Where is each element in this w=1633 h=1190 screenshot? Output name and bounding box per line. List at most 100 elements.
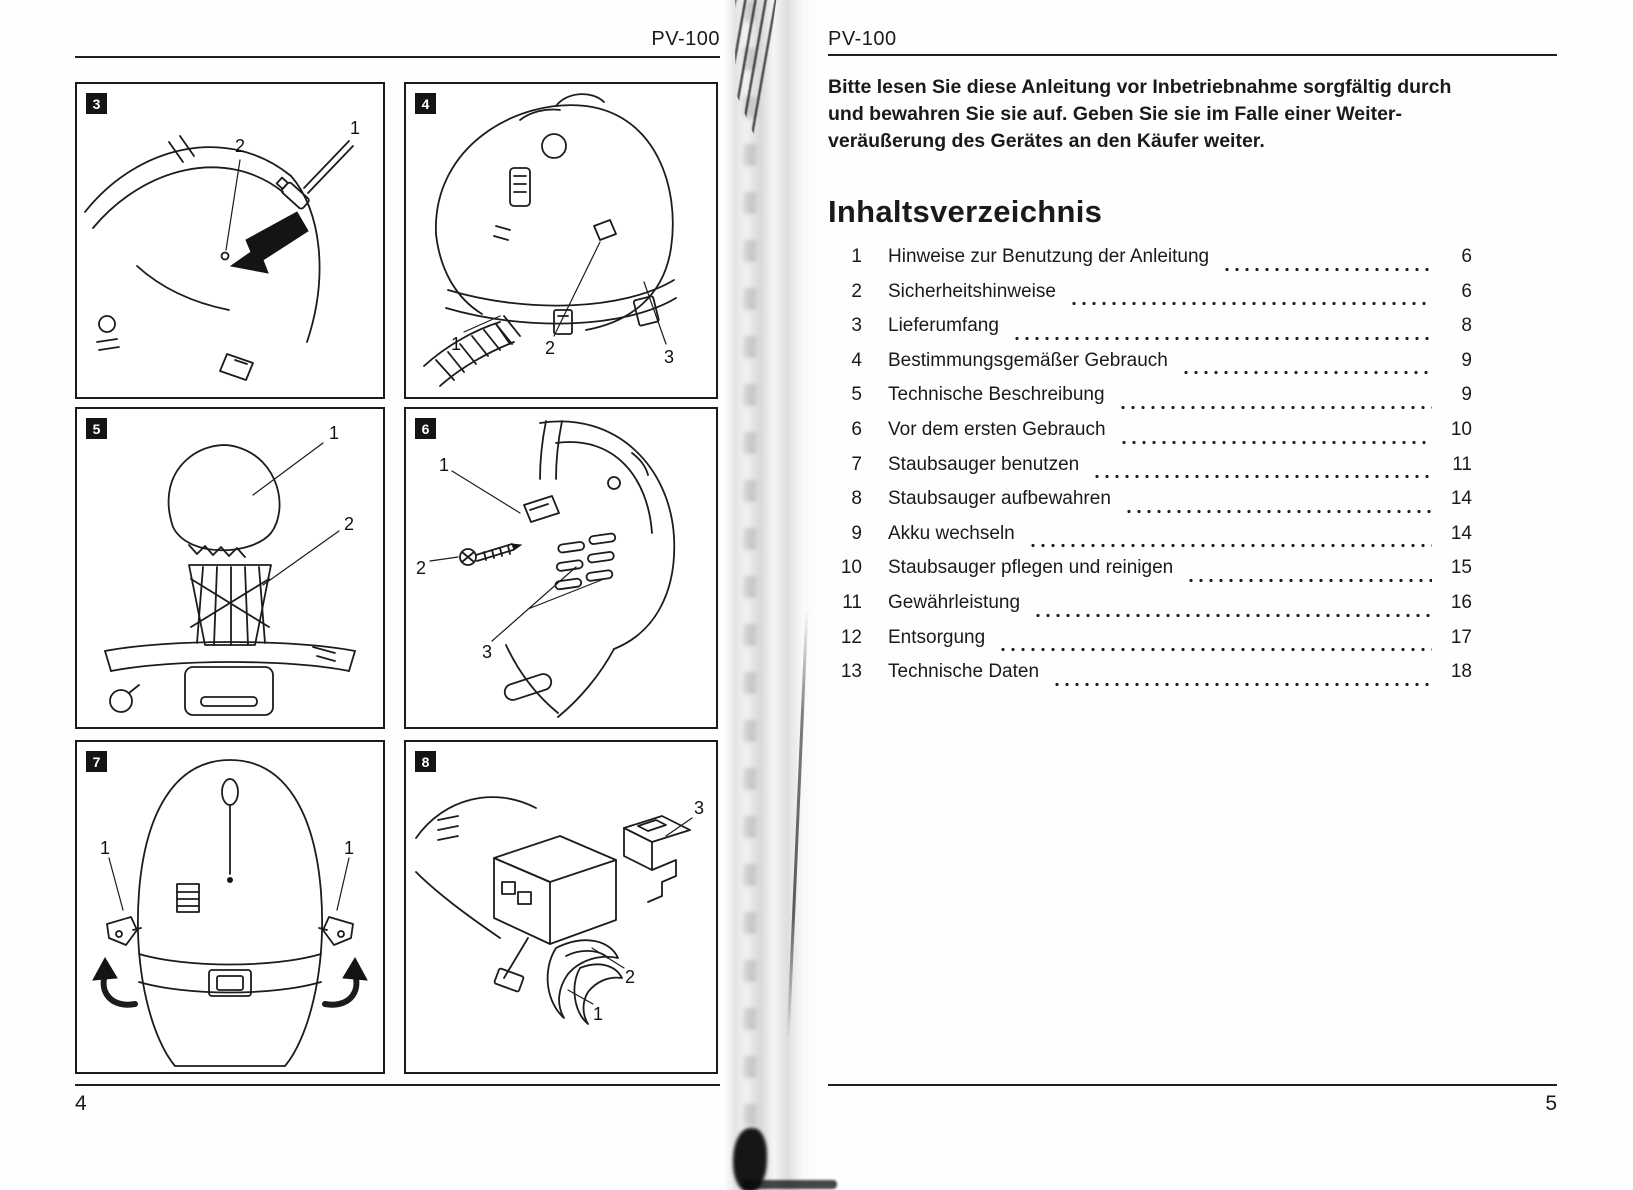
toc-entry-page: 6 bbox=[1461, 280, 1472, 302]
toc-entry-number: 10 bbox=[840, 557, 862, 579]
figure-6-drawing: 1 2 3 bbox=[416, 420, 676, 718]
figure-8-drawing: 3 2 1 bbox=[415, 796, 704, 1025]
toc-dotted-leader bbox=[1071, 301, 1432, 307]
toc-entry-title: Technische Beschreibung bbox=[888, 384, 1105, 406]
callout-label: 1 bbox=[451, 334, 461, 354]
toc-row: 1 Hinweise zur Benutzung der Anleitung 6 bbox=[836, 246, 1472, 281]
toc-entry-number: 8 bbox=[851, 488, 862, 510]
left-page-number: 4 bbox=[75, 1092, 87, 1115]
callout-label: 2 bbox=[625, 967, 635, 987]
toc-entry-number: 11 bbox=[842, 591, 862, 613]
figure-7-drawing: 1 1 bbox=[92, 759, 368, 1067]
callout-label: 1 bbox=[329, 423, 339, 443]
toc-dotted-leader bbox=[1030, 543, 1432, 549]
toc-entry-title: Sicherheitshinweise bbox=[888, 280, 1056, 302]
gutter-bottom-ink-blob bbox=[733, 1128, 767, 1190]
figure-7: 7 bbox=[75, 740, 385, 1074]
toc-entry-title: Lieferumfang bbox=[888, 315, 999, 337]
toc-entry-page: 10 bbox=[1450, 418, 1472, 440]
intro-line: und bewahren Sie sie auf. Geben Sie sie … bbox=[828, 103, 1402, 125]
toc-entry-title: Staubsauger pflegen und reinigen bbox=[888, 557, 1174, 579]
toc-entry-number: 2 bbox=[851, 280, 862, 302]
figure-8: 8 3 bbox=[404, 740, 718, 1074]
left-header-rule bbox=[75, 56, 720, 58]
callout-label: 3 bbox=[664, 347, 674, 367]
figure-5-drawing: 1 2 bbox=[104, 423, 356, 716]
book-gutter-shadow bbox=[724, 0, 820, 1190]
toc-entry-page: 9 bbox=[1461, 384, 1472, 406]
toc-row: 6 Vor dem ersten Gebrauch 10 bbox=[836, 419, 1472, 454]
left-footer-rule bbox=[75, 1084, 720, 1086]
figure-3: 3 2 1 bbox=[75, 82, 385, 399]
callout-label: 1 bbox=[344, 838, 354, 858]
toc-dotted-leader bbox=[1001, 647, 1432, 653]
toc-dotted-leader bbox=[1120, 404, 1432, 410]
toc-entry-title: Entsorgung bbox=[888, 626, 986, 648]
toc-entry-number: 13 bbox=[840, 661, 862, 683]
toc-row: 3 Lieferumfang 8 bbox=[836, 315, 1472, 350]
toc-entry-number: 12 bbox=[840, 626, 862, 648]
callout-label: 3 bbox=[694, 798, 704, 818]
callout-label: 1 bbox=[439, 455, 449, 475]
figure-4: 4 bbox=[404, 82, 718, 399]
toc-entry-number: 6 bbox=[851, 418, 862, 440]
toc-dotted-leader bbox=[1121, 439, 1432, 445]
right-footer-rule bbox=[828, 1084, 1557, 1086]
callout-label: 2 bbox=[416, 558, 426, 578]
toc-row: 10 Staubsauger pflegen und reinigen 15 bbox=[836, 557, 1472, 592]
figure-3-drawing: 2 1 bbox=[84, 118, 360, 381]
figure-6-label: 6 bbox=[415, 418, 436, 439]
toc-entry-page: 8 bbox=[1461, 315, 1472, 337]
figure-6: 6 bbox=[404, 407, 718, 729]
callout-label: 2 bbox=[235, 136, 245, 156]
toc-row: 2 Sicherheitshinweise 6 bbox=[836, 281, 1472, 316]
toc-entry-page: 15 bbox=[1450, 557, 1472, 579]
toc-entry-number: 1 bbox=[851, 246, 862, 267]
toc-entry-page: 9 bbox=[1461, 349, 1472, 371]
figure-4-drawing: 1 2 3 bbox=[423, 93, 677, 387]
figure-5-label: 5 bbox=[86, 418, 107, 439]
gutter-bottom-scan-mark bbox=[742, 1180, 837, 1189]
figure-4-label: 4 bbox=[415, 93, 436, 114]
toc-entry-title: Bestimmungsgemäßer Gebrauch bbox=[888, 349, 1168, 371]
toc-entry-number: 9 bbox=[851, 522, 862, 544]
toc-entry-title: Vor dem ersten Gebrauch bbox=[888, 418, 1106, 440]
toc-entry-title: Staubsauger benutzen bbox=[888, 453, 1080, 475]
toc-entry-title: Staubsauger aufbewahren bbox=[888, 488, 1111, 510]
callout-label: 1 bbox=[593, 1004, 603, 1024]
toc-entry-number: 7 bbox=[851, 453, 862, 475]
toc-entry-page: 18 bbox=[1450, 661, 1472, 683]
callout-label: 3 bbox=[482, 642, 492, 662]
toc-dotted-leader bbox=[1225, 266, 1432, 272]
intro-line: Bitte lesen Sie diese Anleitung vor Inbe… bbox=[828, 76, 1452, 98]
toc-title: Inhaltsverzeichnis bbox=[828, 194, 1103, 229]
toc-entry-number: 3 bbox=[851, 315, 862, 337]
toc-entry-page: 6 bbox=[1461, 246, 1472, 267]
toc-dotted-leader bbox=[1126, 508, 1432, 514]
left-page-header: PV-100 bbox=[651, 28, 720, 50]
intro-line: veräußerung des Gerätes an den Käufer we… bbox=[828, 130, 1265, 152]
right-header-rule bbox=[828, 54, 1557, 56]
toc-dotted-leader bbox=[1189, 577, 1432, 583]
toc-dotted-leader bbox=[1036, 612, 1432, 618]
figure-5: 5 1 2 bbox=[75, 407, 385, 729]
callout-label: 2 bbox=[545, 338, 555, 358]
callout-label: 1 bbox=[100, 838, 110, 858]
figure-8-label: 8 bbox=[415, 751, 436, 772]
toc-entry-page: 16 bbox=[1450, 591, 1472, 613]
toc-entry-title: Hinweise zur Benutzung der Anleitung bbox=[888, 246, 1210, 267]
toc-dotted-leader bbox=[1095, 474, 1432, 480]
toc-dotted-leader bbox=[1183, 370, 1432, 376]
right-page-number: 5 bbox=[1545, 1092, 1557, 1115]
figure-7-label: 7 bbox=[86, 751, 107, 772]
intro-paragraph: Bitte lesen Sie diese Anleitung vor Inbe… bbox=[828, 74, 1488, 155]
right-page-header: PV-100 bbox=[828, 28, 897, 50]
